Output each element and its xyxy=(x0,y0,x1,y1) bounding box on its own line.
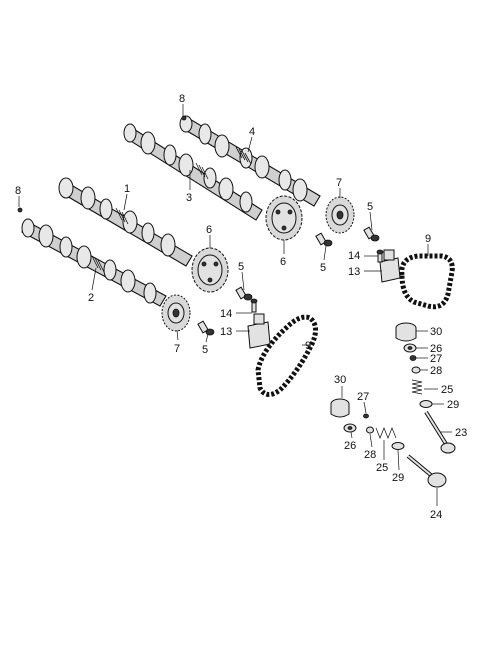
callout-30-upper: 30 xyxy=(430,326,442,338)
valve-23 xyxy=(424,410,456,454)
callout-1: 1 xyxy=(124,183,130,195)
callout-27-upper: 27 xyxy=(430,353,442,365)
chain-tensioner-13-lower xyxy=(247,313,271,349)
valve-seal-28-lower xyxy=(366,426,374,434)
callout-2: 2 xyxy=(88,292,94,304)
callout-26-upper: 26 xyxy=(430,343,442,355)
callout-6-lower: 6 xyxy=(206,224,212,236)
callout-5-b: 5 xyxy=(320,262,326,274)
dowel-pin-8-lower xyxy=(17,207,23,213)
spring-seat-29-upper xyxy=(419,400,433,408)
callout-29-lower: 29 xyxy=(392,472,404,484)
leader-lines xyxy=(18,104,452,506)
callout-8-upper: 8 xyxy=(179,93,185,105)
callout-5-d: 5 xyxy=(202,344,208,356)
callout-9-lower: 9 xyxy=(305,340,311,352)
valve-seal-28-upper xyxy=(411,366,421,374)
callout-25-upper: 25 xyxy=(441,384,453,396)
callout-14-upper: 14 xyxy=(348,250,360,262)
bolt-5-b xyxy=(315,232,333,247)
callout-labels: 8 4 1 3 8 7 5 6 6 5 9 14 13 5 2 14 13 7 … xyxy=(15,93,467,521)
camshaft-4 xyxy=(179,115,321,207)
valve-24 xyxy=(406,454,447,488)
chain-tensioner-13-upper xyxy=(379,249,401,283)
callout-24: 24 xyxy=(430,509,442,521)
valve-spring-25-lower xyxy=(375,427,397,439)
keeper-27-upper xyxy=(409,355,417,361)
bolt-5-c xyxy=(235,286,253,301)
callout-29-upper: 29 xyxy=(447,399,459,411)
cvvt-gear-6-upper xyxy=(265,195,303,241)
callout-25-lower: 25 xyxy=(376,462,388,474)
bolt-14-lower xyxy=(250,298,258,313)
bolt-14-upper xyxy=(376,249,384,263)
callout-5-a: 5 xyxy=(367,201,373,213)
bolt-5-a xyxy=(363,226,380,242)
callout-30-lower: 30 xyxy=(334,374,346,386)
callout-13-lower: 13 xyxy=(220,326,232,338)
cvvt-gear-6-lower xyxy=(191,247,229,293)
callout-14-lower: 14 xyxy=(220,308,232,320)
retainer-26-lower xyxy=(343,423,357,433)
callout-23: 23 xyxy=(455,427,467,439)
lifter-30-upper xyxy=(395,322,417,342)
callout-27-lower: 27 xyxy=(357,391,369,403)
callout-26-lower: 26 xyxy=(344,440,356,452)
callout-4: 4 xyxy=(249,126,255,138)
callout-7-lower: 7 xyxy=(174,343,180,355)
callout-8-lower: 8 xyxy=(15,185,21,197)
timing-chain-9-upper xyxy=(399,253,455,310)
lifter-30-lower xyxy=(330,398,350,418)
camshaft-1 xyxy=(58,177,193,267)
callout-28-lower: 28 xyxy=(364,449,376,461)
callout-6-upper: 6 xyxy=(280,256,286,268)
sprocket-7-lower xyxy=(161,294,191,332)
sprocket-7-upper xyxy=(325,196,355,234)
spring-seat-29-lower xyxy=(391,442,405,450)
camshaft-2 xyxy=(21,218,167,307)
dowel-pin-8-upper xyxy=(181,115,187,121)
retainer-26-upper xyxy=(403,343,417,353)
callout-5-c: 5 xyxy=(238,261,244,273)
bolt-5-d xyxy=(197,320,215,336)
callout-9-upper: 9 xyxy=(425,233,431,245)
callout-28-upper: 28 xyxy=(430,365,442,377)
callout-3: 3 xyxy=(186,192,192,204)
callout-7-upper: 7 xyxy=(336,177,342,189)
timing-chain-9-lower xyxy=(255,314,318,397)
keeper-27-lower xyxy=(363,413,369,419)
valve-spring-25-upper xyxy=(411,379,423,395)
camshaft-3 xyxy=(123,123,263,221)
callout-13-upper: 13 xyxy=(348,266,360,278)
